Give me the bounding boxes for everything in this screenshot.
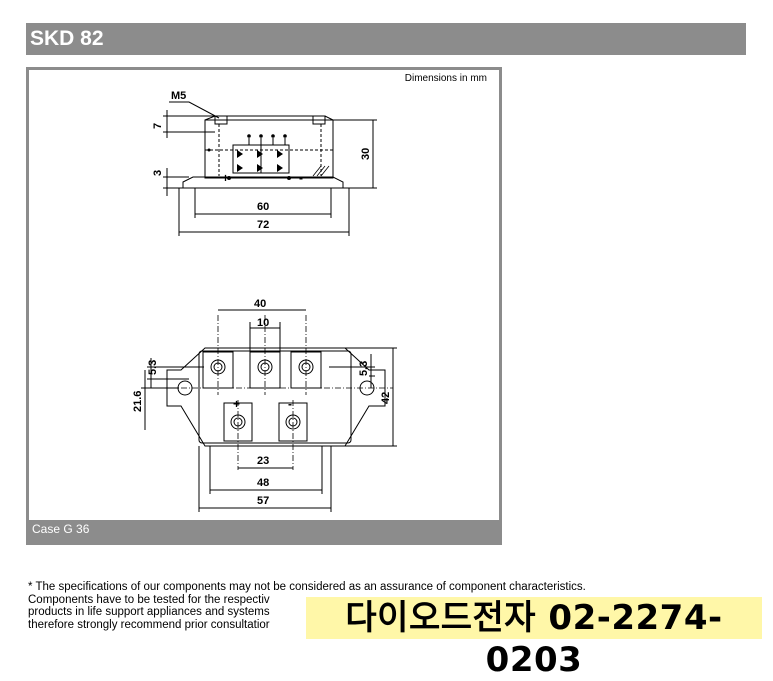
dim-48: 48 xyxy=(257,477,269,489)
disclaimer-line: products in life support appliances and … xyxy=(28,606,270,618)
drawing-area: Dimensions in mm xyxy=(29,70,499,520)
disclaimer-line: * The specifications of our components m… xyxy=(28,581,586,593)
dim-5-3-right: 5.3 xyxy=(358,361,370,376)
top-view xyxy=(141,309,397,512)
dim-57: 57 xyxy=(257,495,269,507)
page-title: SKD 82 xyxy=(26,23,746,55)
dim-60: 60 xyxy=(257,201,269,213)
dim-23: 23 xyxy=(257,455,269,467)
dimensions-note: Dimensions in mm xyxy=(404,73,487,84)
disclaimer-line: therefore strongly recommend prior consu… xyxy=(28,618,270,631)
mechanical-drawing: M5 7 3 30 60 72 + - 40 10 5.3 21.6 5.3 4… xyxy=(132,90,397,512)
disclaimer-line: Components have to be tested for the res… xyxy=(28,593,270,606)
contact-overlay: 다이오드전자 02-2274-0203 xyxy=(306,597,762,680)
dim-10: 10 xyxy=(257,317,269,329)
dim-72: 72 xyxy=(257,219,269,231)
dim-7: 7 xyxy=(152,123,164,129)
side-minus: - xyxy=(299,171,303,185)
drawing-frame: Dimensions in mm xyxy=(26,67,502,545)
dim-40: 40 xyxy=(254,298,266,310)
thread-label: M5 xyxy=(171,90,186,102)
disclaimer: * The specifications of our components m… xyxy=(28,581,586,631)
dim-5-3-left: 5.3 xyxy=(147,360,159,375)
dim-30: 30 xyxy=(360,148,372,160)
side-view xyxy=(163,101,377,236)
top-plus: + xyxy=(233,397,240,411)
top-minus: - xyxy=(288,397,292,411)
dim-42: 42 xyxy=(380,392,392,404)
side-plus: + xyxy=(222,171,229,185)
dim-3: 3 xyxy=(152,170,164,176)
dim-21-6: 21.6 xyxy=(132,391,144,412)
case-label: Case G 36 xyxy=(32,522,90,536)
